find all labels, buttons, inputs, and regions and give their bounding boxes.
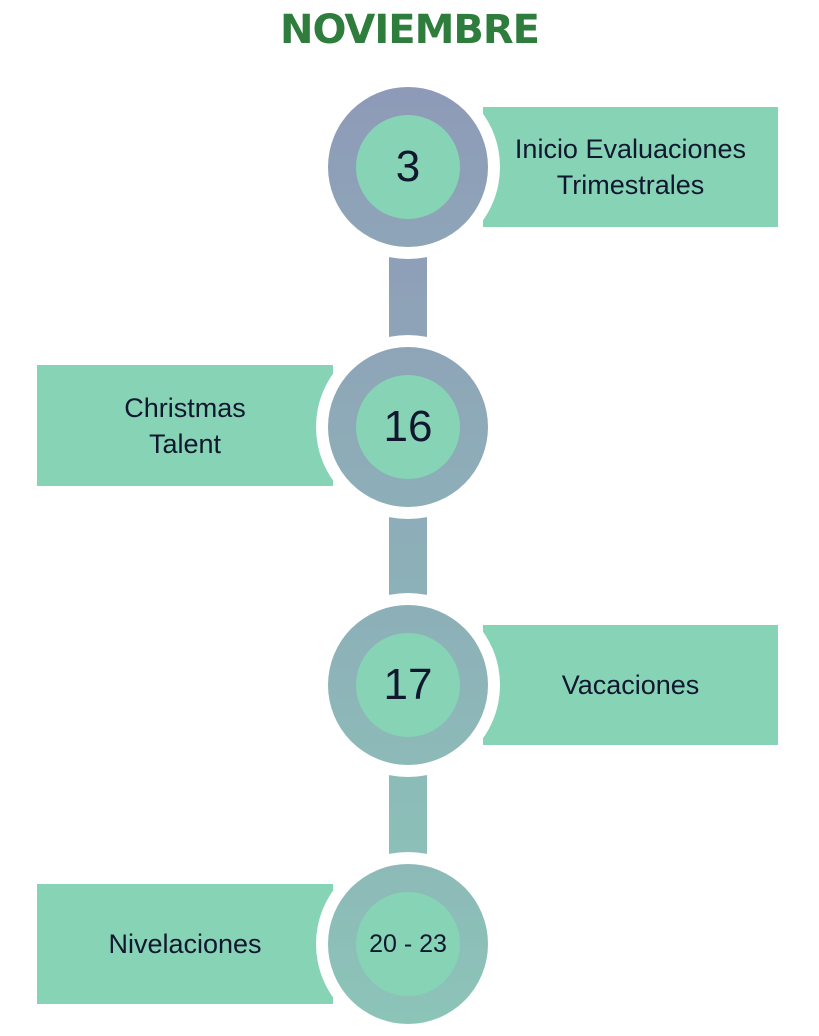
timeline-node-1: 3 <box>328 87 488 247</box>
event-box-4: Nivelaciones <box>37 884 333 1004</box>
event-label-line: Christmas <box>124 392 246 423</box>
date-circle: 3 <box>356 115 460 219</box>
date-label: 16 <box>383 402 433 451</box>
event-label-line: Talent <box>148 428 222 459</box>
date-circle: 17 <box>356 633 460 737</box>
date-label: 3 <box>395 142 421 191</box>
event-box-3: Vacaciones <box>483 625 778 745</box>
timeline-stem <box>389 160 427 940</box>
event-label-line: Nivelaciones <box>108 929 262 959</box>
event-label-line: Inicio Evaluaciones <box>514 134 747 164</box>
event-box-1: Inicio Evaluaciones Trimestrales <box>483 107 778 227</box>
date-label: 20 - 23 <box>369 929 447 958</box>
event-box-2: Christmas Talent <box>37 365 333 486</box>
date-circle: 20 - 23 <box>356 892 460 996</box>
event-label-line: Vacaciones <box>561 670 700 700</box>
timeline-node-2: 16 <box>328 347 488 507</box>
event-label-line: Trimestrales <box>556 170 705 200</box>
timeline-node-3: 17 <box>328 605 488 765</box>
date-label: 17 <box>383 660 433 709</box>
page-title: NOVIEMBRE <box>280 7 540 53</box>
timeline-node-4: 20 - 23 <box>328 864 488 1024</box>
date-circle: 16 <box>356 375 460 479</box>
